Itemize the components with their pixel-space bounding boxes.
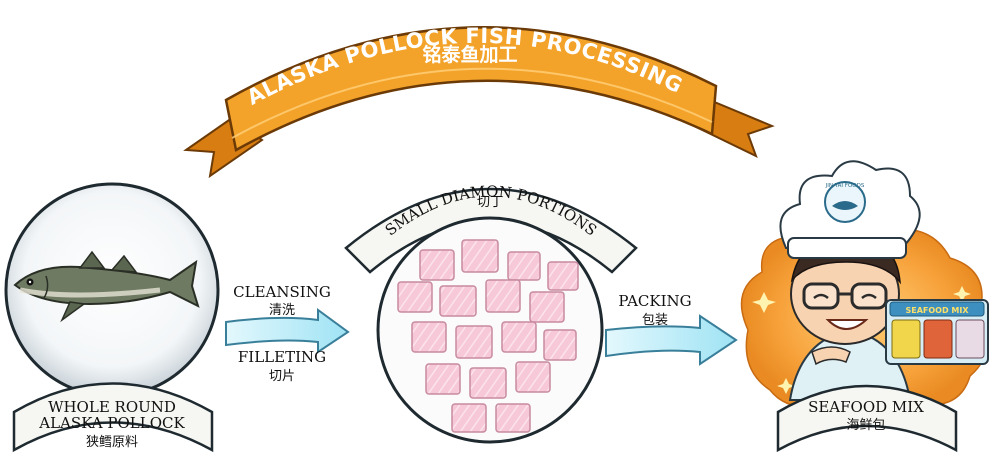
arrow2-shape bbox=[605, 314, 738, 366]
arrow1-bottom-zh: 切片 bbox=[269, 369, 295, 384]
star-sparkles bbox=[752, 286, 971, 394]
banner-ribbon bbox=[224, 26, 718, 152]
title-banner: ALASKA POLLOCK FISH PROCESSING 铭泰鱼加工 bbox=[183, 24, 775, 179]
arrow1-top-en: CLEANSING bbox=[233, 283, 331, 301]
seafood-label-scroll bbox=[776, 384, 958, 453]
box-compartment-white bbox=[955, 319, 985, 359]
arrow1-bottom-en: FILLETING bbox=[238, 348, 326, 366]
step1-label-line2: ALASKA POLLOCK bbox=[38, 414, 185, 432]
arrow1-top-zh: 清洗 bbox=[269, 303, 295, 318]
banner-title-zh: 铭泰鱼加工 bbox=[422, 43, 517, 66]
step1-label-line1: WHOLE ROUND bbox=[48, 398, 176, 416]
step3-label-en: SEAFOOD MIX bbox=[808, 398, 924, 416]
fish-cubes bbox=[397, 239, 579, 433]
arrow2-top-zh: 包装 bbox=[642, 313, 668, 328]
arrow1-shape bbox=[225, 308, 350, 354]
step-diced-portions: SMALL DIAMON PORTIONS 切丁 bbox=[344, 182, 638, 444]
seafood-box: SEAFOOD MIX bbox=[885, 299, 989, 365]
chef-hat: JIN TAI FOODS bbox=[779, 160, 921, 259]
arrow2-top-en: PACKING bbox=[618, 292, 691, 310]
box-label: SEAFOOD MIX bbox=[905, 306, 969, 315]
step1-label-zh: 狭鳕原料 bbox=[86, 435, 138, 450]
step2-label-zh: 切丁 bbox=[477, 195, 503, 210]
step-whole-fish: WHOLE ROUND ALASKA POLLOCK 狭鳕原料 bbox=[4, 182, 220, 453]
box-compartment-yellow bbox=[891, 319, 921, 359]
step-seafood-mix: JIN TAI FOODS SEAFOOD MIX SEAFOOD MIX 海鲜… bbox=[740, 160, 989, 453]
fish-label-scroll bbox=[12, 382, 214, 453]
arrow-cleansing-filleting: CLEANSING 清洗 FILLETING 切片 bbox=[225, 283, 350, 384]
hat-logo-text: JIN TAI FOODS bbox=[825, 183, 865, 189]
box-compartment-red bbox=[923, 319, 953, 359]
arrow-packing: PACKING 包装 bbox=[605, 292, 738, 366]
step3-label-zh: 海鲜包 bbox=[846, 418, 885, 433]
chef-hand bbox=[811, 346, 851, 366]
chef-smile bbox=[825, 319, 869, 330]
pollock-fish-illustration bbox=[13, 250, 200, 323]
